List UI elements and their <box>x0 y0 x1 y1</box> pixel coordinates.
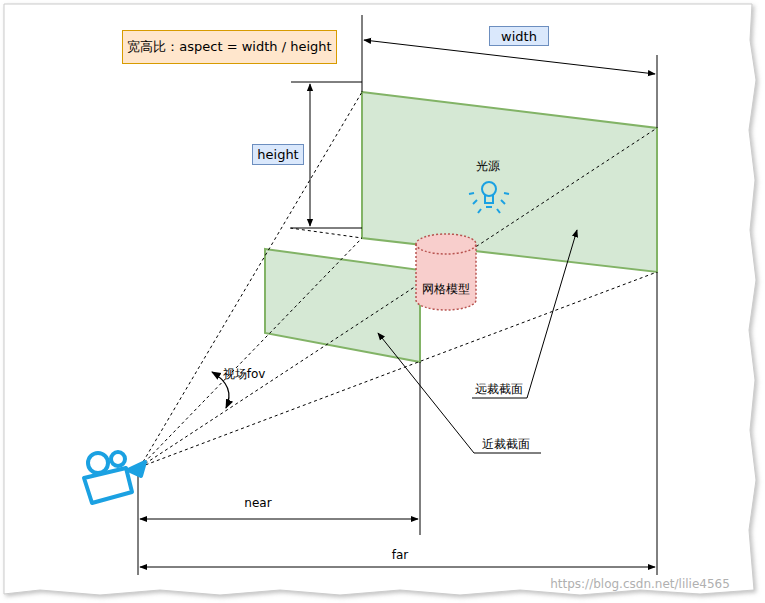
watermark: https://blog.csdn.net/lilie4565 <box>550 577 730 591</box>
callout-leaders <box>378 230 577 453</box>
far-plane <box>362 92 657 272</box>
cylinder-outline <box>414 232 478 312</box>
dimension-label: far <box>392 548 409 562</box>
callout-label: 远裁截面 <box>475 381 523 398</box>
camera-icon <box>84 452 145 503</box>
frustum-edges <box>140 92 657 467</box>
near-plane <box>265 249 420 362</box>
light-label: 光源 <box>476 158 500 175</box>
light-bulb-icon <box>469 182 509 213</box>
label-box: width <box>489 26 549 46</box>
paper-frame <box>4 4 756 595</box>
label-box: 宽高比：aspect = width / height <box>122 30 336 64</box>
callout-label: 近裁截面 <box>482 436 530 453</box>
dimension-label: near <box>244 496 271 510</box>
label-box: height <box>252 144 303 165</box>
extension-lines <box>138 15 657 575</box>
box-text: width <box>501 29 537 44</box>
box-text: 网格模型 <box>422 281 470 298</box>
cylinder-model: 网格模型 <box>414 232 478 312</box>
box-text: 宽高比：aspect = width / height <box>127 38 331 56</box>
fov-label: 视场fov <box>223 366 266 383</box>
box-text: height <box>257 147 298 162</box>
dimension-arrows <box>140 40 655 567</box>
